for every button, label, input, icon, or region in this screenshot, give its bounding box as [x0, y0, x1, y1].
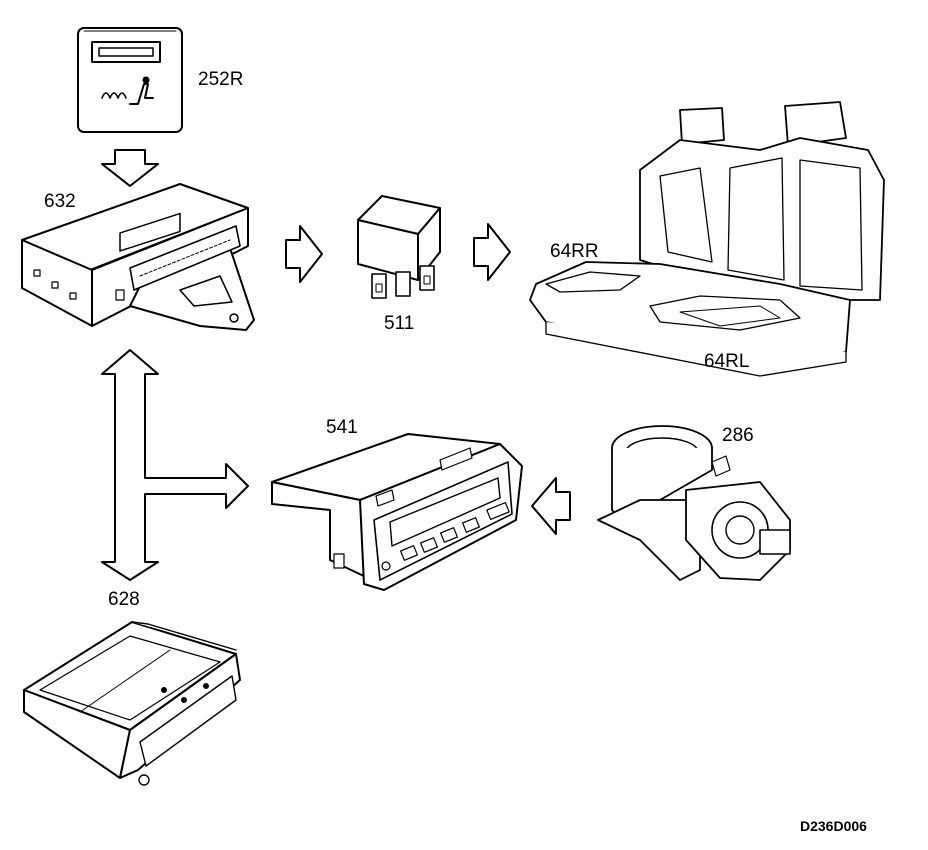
label-64RR: 64RR: [550, 241, 599, 262]
information-display-541: [271, 433, 523, 591]
arrow-bidirectional-632-628-541: [101, 349, 249, 581]
label-286: 286: [722, 425, 754, 446]
arrow-module-to-relay: [285, 225, 323, 283]
rear-seat-heaters: [529, 101, 885, 377]
label-541: 541: [326, 417, 358, 438]
arrow-ignition-to-display: [531, 477, 571, 535]
label-632: 632: [44, 191, 76, 212]
relay-511: [357, 195, 441, 299]
seat-heater-switch-252R: [77, 27, 183, 133]
figure-reference: D236D006: [800, 818, 867, 834]
label-252R: 252R: [198, 69, 244, 90]
ignition-switch-286: [597, 425, 791, 581]
arrow-switch-to-module: [101, 149, 159, 187]
label-511: 511: [384, 313, 415, 334]
arrow-relay-to-seat: [473, 223, 511, 281]
control-module-628: [23, 621, 241, 786]
label-628: 628: [108, 589, 140, 610]
control-module-632: [21, 183, 255, 331]
label-64RL: 64RL: [704, 351, 750, 372]
